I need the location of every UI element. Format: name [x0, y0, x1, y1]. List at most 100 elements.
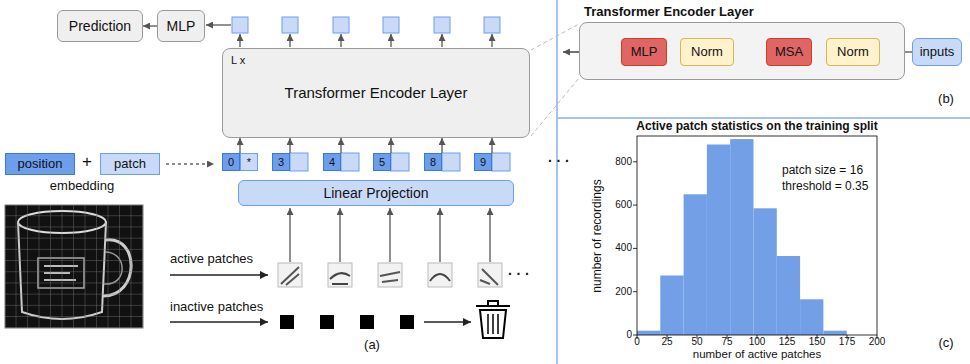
annotation: threshold = 0.35 — [782, 180, 868, 194]
position-box: position — [5, 153, 75, 175]
tick-label: 100 — [749, 336, 766, 348]
tick-label: 0 — [634, 336, 640, 348]
panel-label: (a) — [364, 338, 380, 353]
chart-axis — [633, 136, 877, 339]
active-patch — [428, 263, 452, 287]
event-image — [5, 205, 143, 328]
node-text: 9 — [480, 156, 486, 169]
histogram-bar — [754, 208, 777, 335]
divider-line — [557, 0, 970, 364]
active-patch — [281, 267, 299, 285]
flow-arrow — [439, 208, 440, 262]
zoom-line — [531, 78, 579, 136]
histogram-bar — [684, 194, 707, 335]
norm-block: Norm — [680, 38, 734, 66]
tick-label: 400 — [615, 243, 632, 255]
flow-arrow — [389, 208, 390, 262]
norm-block: Norm — [826, 38, 880, 66]
trash-icon — [480, 310, 506, 338]
panel-label: (c) — [938, 336, 953, 351]
annotation: patch size = 16 — [782, 164, 863, 178]
black-arrow — [170, 275, 471, 322]
connector-arrow — [289, 138, 290, 153]
heading-text: L x — [231, 54, 245, 67]
encoder-box: L x Transformer Encoder Layer — [222, 48, 530, 138]
patch-token: * — [240, 153, 258, 171]
flow-arrow — [491, 34, 492, 47]
axis-label: number of recordings — [591, 179, 605, 292]
inactive-patch — [320, 315, 334, 329]
tick-label: 175 — [839, 336, 856, 348]
connector-arrow — [441, 138, 442, 153]
node-text: Transformer Encoder Layer — [285, 84, 468, 101]
heading-text: Transformer Encoder Layer — [584, 5, 754, 20]
plus-sign: + — [82, 152, 92, 172]
flow-arrow — [206, 24, 231, 25]
inactive-patch — [400, 315, 414, 329]
connector-arrow — [390, 138, 391, 153]
connector-arrow — [491, 138, 492, 153]
zoom-line — [531, 24, 579, 136]
histogram-bar — [660, 276, 683, 336]
histogram-bar — [730, 139, 753, 335]
connector-arrow — [239, 138, 240, 153]
black-arrow — [170, 321, 268, 323]
node-text: * — [247, 156, 251, 169]
flow-arrow — [441, 34, 442, 47]
position-token: 5 — [373, 153, 391, 171]
patch-token — [442, 153, 460, 171]
black-arrow — [424, 321, 471, 323]
node-text: patch — [114, 157, 146, 172]
tick-label: 125 — [779, 336, 796, 348]
dotted-arrow — [166, 163, 214, 164]
node-text: inputs — [920, 45, 955, 60]
axis-label: number of active patches — [693, 348, 822, 361]
projection-box: Linear Projection — [238, 180, 514, 206]
divider-line — [557, 117, 970, 119]
active-patch — [278, 263, 302, 287]
position-token: 9 — [474, 153, 492, 171]
tick-label: 0 — [626, 329, 632, 341]
patch-box: patch — [100, 153, 160, 175]
patch-token — [492, 153, 510, 171]
tick-label: 600 — [615, 199, 632, 211]
position-token: 0 — [222, 153, 240, 171]
caption-text: embedding — [50, 179, 114, 194]
chart-title: Active patch statistics on the training … — [636, 120, 877, 134]
output-token — [232, 17, 500, 33]
node-text: position — [18, 157, 63, 172]
output-token — [282, 17, 298, 33]
tick-label: 150 — [809, 336, 826, 348]
output-token — [383, 17, 399, 33]
black-arrow — [170, 274, 268, 276]
node-text: MLP — [631, 45, 658, 60]
patch-token — [290, 153, 308, 171]
node-text: MLP — [167, 18, 196, 34]
histogram-bar — [777, 256, 800, 335]
chart-axis — [633, 162, 637, 335]
flow-arrow — [489, 208, 490, 262]
inactive-patch — [280, 315, 294, 329]
node-text: 4 — [329, 156, 335, 169]
output-token — [232, 17, 248, 33]
flow-arrow — [390, 34, 391, 47]
node-text: MSA — [775, 45, 803, 60]
node-text: Norm — [837, 45, 869, 60]
active-patch — [328, 263, 352, 287]
histogram-bar — [637, 331, 660, 335]
trash-icon — [476, 301, 510, 338]
tick-label: 200 — [615, 286, 632, 298]
trash-icon — [488, 314, 498, 334]
active-patch — [330, 273, 350, 284]
node-text: Linear Projection — [323, 185, 428, 201]
zoom-line — [531, 24, 579, 50]
active-patch — [430, 274, 450, 281]
attention-block: MSA — [766, 38, 812, 66]
active-patch — [480, 269, 498, 285]
active-patch — [378, 263, 402, 287]
trash-icon — [476, 305, 510, 307]
flow-arrow — [289, 208, 290, 262]
histogram-bar — [707, 145, 730, 336]
tick-label: 75 — [721, 336, 732, 348]
encoder-panel: Transformer Encoder LayerMLPNormMSANorm — [579, 22, 905, 80]
